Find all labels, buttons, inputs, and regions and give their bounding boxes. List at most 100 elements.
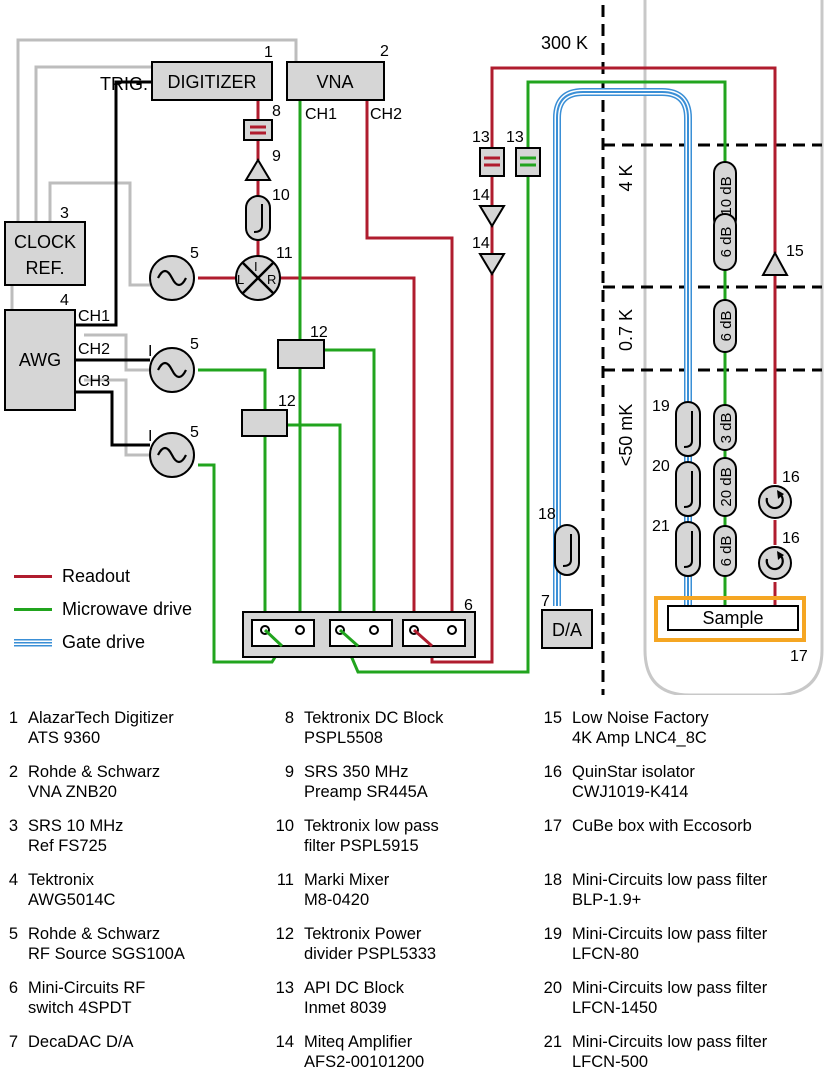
gate-drive-wires [553, 88, 692, 606]
sine-icon [157, 269, 187, 287]
component-number-15: 15 [786, 243, 804, 260]
dc-block-13-readout [479, 147, 505, 177]
attenuator-20db: 20 dB [713, 457, 737, 517]
mixer-r-label: R [267, 272, 276, 287]
legend: Readout Microwave drive Gate drive [14, 560, 234, 659]
power-divider-12a [277, 339, 325, 369]
lna-15-icon [761, 250, 789, 276]
dac-box [541, 609, 593, 649]
low-pass-filter-20 [675, 461, 701, 517]
awg-box [4, 309, 76, 411]
component-number-4: 4 [60, 292, 69, 309]
stage-label-50mk: <50 mK [616, 404, 636, 467]
isolator-16b [758, 546, 792, 580]
digitizer-label: DIGITIZER [168, 72, 257, 92]
stage-label-300k: 300 K [541, 33, 588, 53]
component-number-19: 19 [652, 398, 670, 415]
clock-ref-label-line1: CLOCK [14, 232, 76, 252]
wiring-diagram: 300 K 4 K 0.7 K <50 mK [4, 0, 824, 695]
dac-label: D/A [552, 620, 582, 640]
clock-ref-label-line2: REF. [25, 258, 64, 278]
rf-switch [242, 611, 476, 658]
rf-source-3 [149, 432, 195, 478]
component-number-14a: 14 [472, 187, 490, 204]
rf-source-1 [149, 255, 195, 301]
stage-label-4k: 4 K [616, 164, 636, 191]
legend-item-gate-drive: Gate drive [14, 626, 234, 659]
awg-ch2-label: CH2 [78, 341, 110, 358]
trig-port-label: TRIG. [100, 74, 148, 94]
awg-ch1-label: CH1 [78, 308, 110, 325]
clock-reference-wires [10, 38, 298, 457]
legend-label: Gate drive [62, 632, 146, 652]
svg-text:3 dB: 3 dB [718, 413, 735, 444]
attenuator-6db-b: 6 dB [713, 299, 737, 353]
vna-box [286, 61, 385, 101]
dc-block-13-drive [515, 147, 541, 177]
iq-i-label-1: I [148, 343, 152, 360]
sine-icon [157, 361, 187, 379]
attenuator-6db-c: 6 dB [713, 525, 737, 577]
digitizer-box [151, 61, 273, 101]
component-number-21: 21 [652, 518, 670, 535]
preamp-9-icon [244, 158, 272, 181]
legend-item-microwave-drive: Microwave drive [14, 593, 234, 626]
component-number-16a: 16 [782, 469, 800, 486]
svg-text:6 dB: 6 dB [718, 536, 735, 567]
readout-wires [198, 66, 777, 664]
dc-block-8 [243, 119, 273, 141]
power-divider-12b [241, 409, 288, 437]
amplifier-14b-icon [478, 253, 506, 276]
component-number-3: 3 [60, 205, 69, 222]
stage-label-07k: 0.7 K [616, 309, 636, 351]
isolator-16a [758, 485, 792, 519]
vna-label: VNA [316, 72, 353, 92]
component-number-13b: 13 [506, 129, 524, 146]
amplifier-14a-icon [478, 205, 506, 228]
rf-source-2 [149, 347, 195, 393]
component-number-9: 9 [272, 148, 281, 165]
component-number-17: 17 [790, 648, 808, 665]
component-number-16b: 16 [782, 530, 800, 547]
svg-text:20 dB: 20 dB [718, 467, 735, 506]
low-pass-filter-21 [675, 521, 701, 577]
low-pass-filter-18 [554, 524, 580, 576]
component-number-6: 6 [464, 597, 473, 614]
sine-icon [157, 446, 187, 464]
mixer-l-label: L [237, 272, 244, 287]
awg-label: AWG [19, 350, 61, 370]
clock-ref-box [4, 221, 86, 286]
low-pass-filter-10 [245, 195, 271, 241]
component-number-12a: 12 [310, 324, 328, 341]
component-number-20: 20 [652, 458, 670, 475]
legend-label: Readout [62, 566, 131, 586]
cube-box-eccosorb [654, 596, 806, 642]
component-number-10: 10 [272, 187, 290, 204]
vna-ch1-label: CH1 [305, 106, 337, 123]
legend-item-readout: Readout [14, 560, 234, 593]
component-number-5b: 5 [190, 336, 199, 353]
gate-swatch [14, 638, 52, 647]
attenuator-3db: 3 dB [713, 404, 737, 451]
component-number-1: 1 [264, 44, 273, 61]
component-number-18: 18 [538, 506, 556, 523]
